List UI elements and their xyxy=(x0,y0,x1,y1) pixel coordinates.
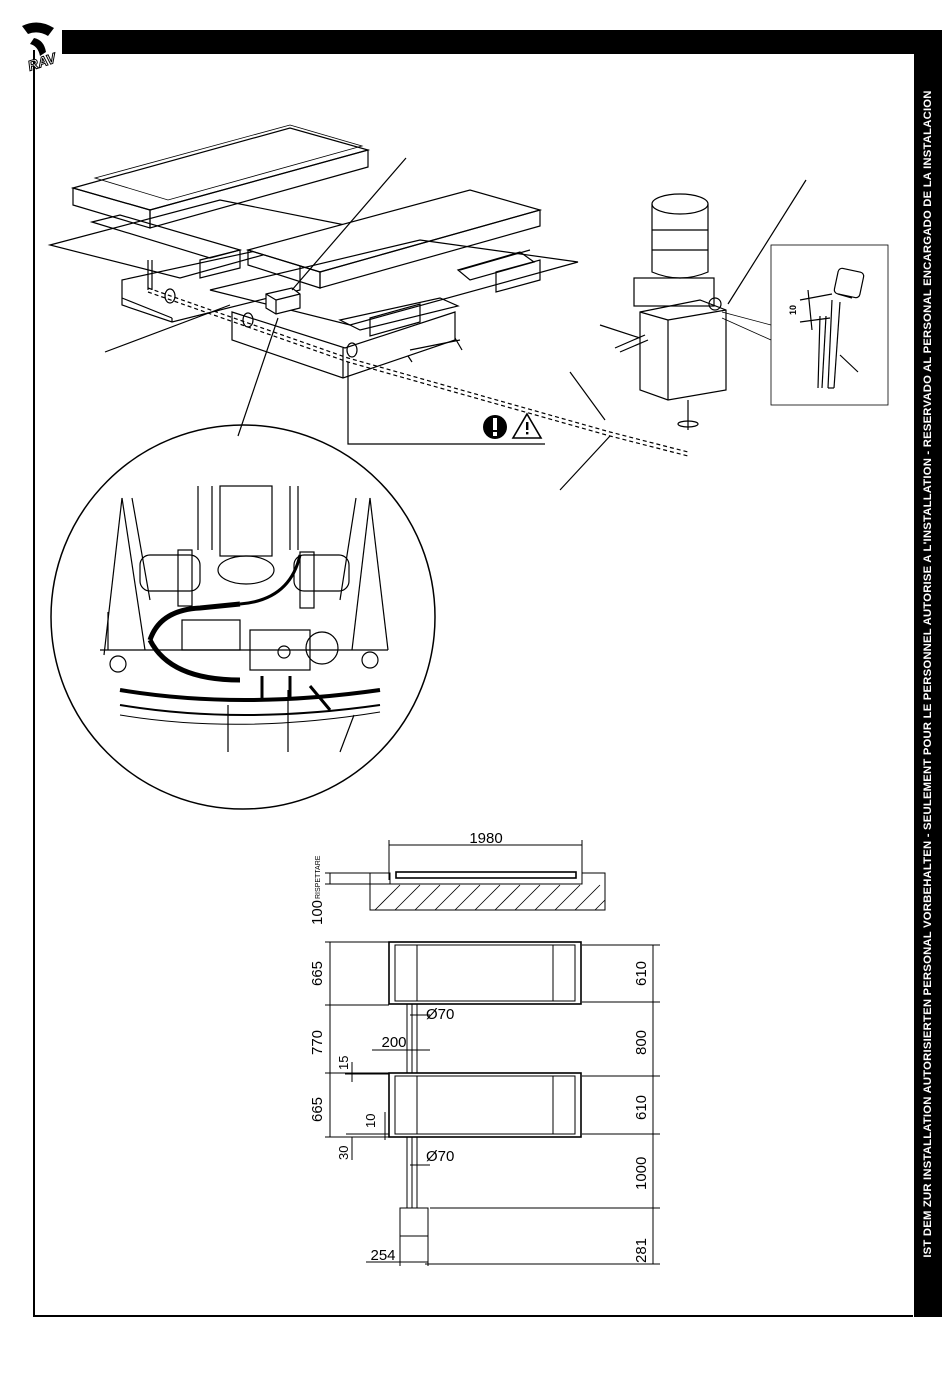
dim-small-10: 10 xyxy=(363,1114,378,1128)
dim-right-platform-bottom: 610 xyxy=(633,1095,650,1120)
dim-small-30: 30 xyxy=(336,1146,351,1160)
dim-control-width: 254 xyxy=(370,1247,395,1264)
dim-depth: 100 xyxy=(309,900,326,925)
dim-left-platform-bottom: 665 xyxy=(309,1097,326,1122)
dim-left-platform-top: 665 xyxy=(309,961,326,986)
dim-overall-length: 1980 xyxy=(469,830,502,847)
dim-right-platform-top: 610 xyxy=(633,961,650,986)
dim-pipe-dia-top: Ø70 xyxy=(426,1006,454,1023)
dim-left-gap: 770 xyxy=(309,1030,326,1055)
dim-pipe-dia-bottom: Ø70 xyxy=(426,1148,454,1165)
dim-rispettare: RISPETTARE xyxy=(315,855,322,899)
dim-pipe-offset: 200 xyxy=(381,1034,406,1051)
dim-control-depth: 281 xyxy=(633,1238,650,1263)
dim-small-15: 15 xyxy=(336,1056,351,1070)
dim-right-gap: 800 xyxy=(633,1030,650,1055)
dim-right-control: 1000 xyxy=(633,1157,650,1190)
